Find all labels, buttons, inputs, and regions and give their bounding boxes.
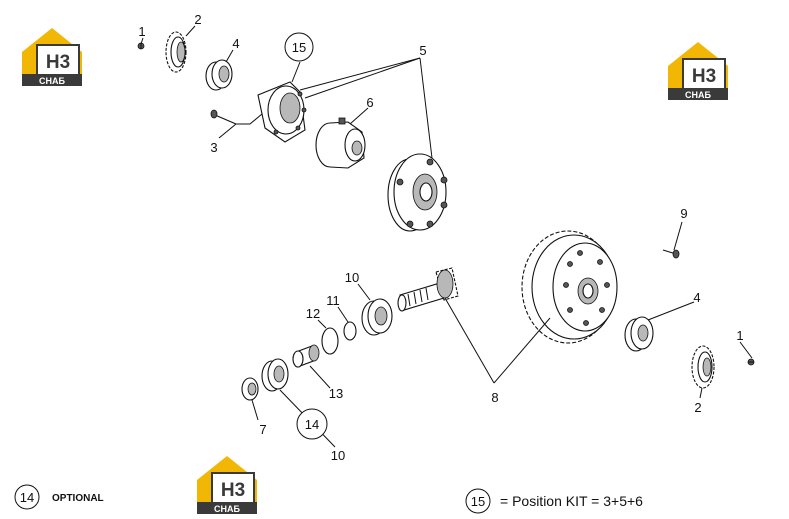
callout-9: 9 bbox=[680, 206, 687, 221]
callout-2-right: 2 bbox=[694, 400, 701, 415]
legend-optional: 14 OPTIONAL bbox=[14, 484, 104, 510]
legend-kit-marker-circle bbox=[465, 488, 491, 514]
part-10-bearing-lower bbox=[261, 358, 289, 392]
logo-caption-bar bbox=[197, 502, 257, 514]
logo-caption-bar bbox=[668, 88, 728, 100]
logo-caption-bar bbox=[22, 74, 82, 86]
legend-optional-marker-circle bbox=[14, 484, 40, 510]
part-7-nut bbox=[241, 377, 259, 401]
callout-1-top: 1 bbox=[138, 24, 145, 39]
callout-2-top: 2 bbox=[194, 12, 201, 27]
callout-3: 3 bbox=[210, 140, 217, 155]
callout-6: 6 bbox=[366, 95, 373, 110]
part-9-bolt bbox=[662, 249, 680, 259]
logo-caption: СНАБ bbox=[214, 504, 240, 514]
part-5-housing-flange bbox=[387, 153, 448, 232]
callout-1-right: 1 bbox=[736, 328, 743, 343]
callout-11: 11 bbox=[326, 293, 340, 308]
part-12-shim-ring bbox=[321, 327, 339, 355]
svg-text:15: 15 bbox=[292, 40, 306, 55]
logo-top-left: H3 СНАБ bbox=[22, 28, 82, 86]
logo-bottom: H3 СНАБ bbox=[197, 456, 257, 514]
part-2-gear-ring-right bbox=[691, 345, 715, 389]
callout-13: 13 bbox=[329, 386, 343, 401]
legend-optional-marker: 14 bbox=[20, 490, 34, 505]
logo-caption: СНАБ bbox=[685, 90, 711, 100]
part-10-bearing-upper bbox=[361, 298, 393, 336]
part-1-screw-right bbox=[747, 358, 755, 366]
part-15-housing-half bbox=[257, 81, 307, 143]
part-6-differential-core bbox=[315, 117, 366, 169]
svg-text:14: 14 bbox=[305, 417, 319, 432]
callout-4-top: 4 bbox=[232, 36, 239, 51]
logo-panel-inner bbox=[38, 46, 78, 74]
callout-labels: 1 2 4 3 5 6 9 4 1 2 10 11 12 13 7 10 8 bbox=[138, 12, 743, 463]
logo-mark: H3 bbox=[692, 66, 716, 87]
callout-7: 7 bbox=[259, 422, 266, 437]
callout-8: 8 bbox=[491, 390, 498, 405]
legend-kit-marker: 15 bbox=[471, 494, 485, 509]
circled-callout-15: 15 bbox=[284, 32, 314, 62]
logo-mark: H3 bbox=[221, 480, 245, 501]
callout-5: 5 bbox=[419, 43, 426, 58]
callout-10-upper: 10 bbox=[345, 270, 359, 285]
logo-panel-inner bbox=[213, 474, 253, 502]
part-11-snap-ring bbox=[343, 321, 357, 341]
part-2-gear-ring-top bbox=[165, 31, 187, 73]
logo-top-right: H3 СНАБ bbox=[668, 42, 728, 100]
leader-lines bbox=[140, 25, 753, 448]
part-4-bearing-top bbox=[205, 59, 233, 91]
circled-callout-14: 14 bbox=[296, 408, 328, 440]
part-4-bearing-right bbox=[624, 316, 654, 352]
callout-12: 12 bbox=[306, 306, 320, 321]
legend-kit-text: = Position KIT = 3+5+6 bbox=[500, 493, 643, 509]
part-13-spacer-sleeve bbox=[292, 344, 320, 368]
part-3-bolt bbox=[210, 109, 237, 125]
logo-panel-inner bbox=[684, 60, 724, 88]
logo-caption: СНАБ bbox=[39, 76, 65, 86]
legend-optional-text: OPTIONAL bbox=[52, 493, 104, 504]
callout-4-right: 4 bbox=[693, 290, 700, 305]
logo-mark: H3 bbox=[46, 52, 70, 73]
callout-10-lower: 10 bbox=[331, 448, 345, 463]
legend-kit: 15 = Position KIT = 3+5+6 bbox=[465, 488, 643, 514]
part-8-ring-gear bbox=[521, 230, 618, 344]
part-8-pinion-shaft bbox=[397, 267, 459, 312]
